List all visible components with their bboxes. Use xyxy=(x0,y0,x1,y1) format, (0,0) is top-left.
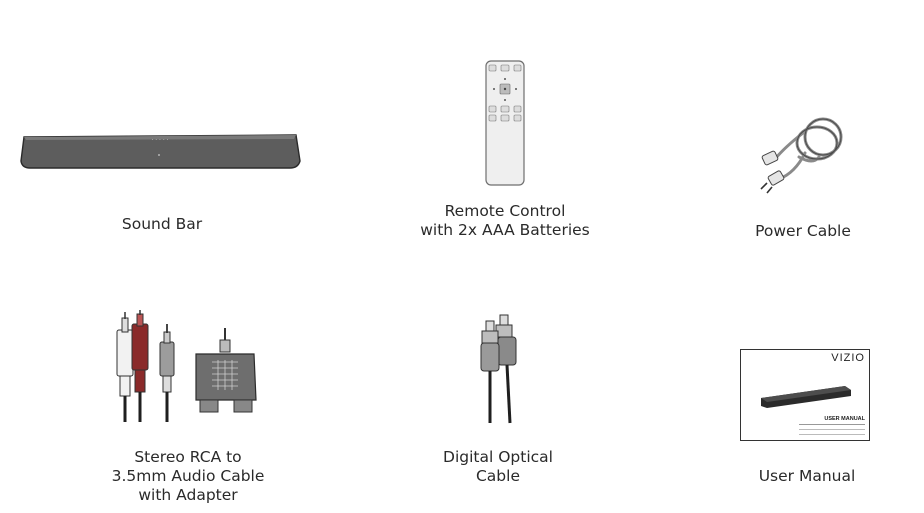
optical-cable-icon xyxy=(480,314,517,424)
power-cable-icon xyxy=(760,117,843,194)
manual-fineprint xyxy=(799,434,865,435)
remote-control-label-line: with 2x AAA Batteries xyxy=(420,221,590,239)
optical-cable-label-line: Cable xyxy=(475,467,520,485)
svg-text:· · · · ·: · · · · · xyxy=(151,137,168,144)
manual-soundbar-image xyxy=(761,386,851,408)
optical-cable-label-line: Digital Optical xyxy=(443,448,553,466)
user-manual-label: User Manual xyxy=(748,467,866,486)
remote-control-icon xyxy=(485,60,525,186)
manual-brand: VIZIO xyxy=(831,352,865,364)
remote-control-label: Remote Control with 2x AAA Batteries xyxy=(405,202,605,240)
sound-bar-icon: · · · · · xyxy=(20,134,301,169)
user-manual-icon: VIZIO USER MANUAL xyxy=(740,349,870,441)
rca-cable-label: Stereo RCA to 3.5mm Audio Cable with Ada… xyxy=(98,448,278,505)
manual-fineprint xyxy=(799,424,865,425)
power-cable-label-line: Power Cable xyxy=(755,222,851,240)
rca-cable-label-line: 3.5mm Audio Cable xyxy=(111,467,265,485)
user-manual-label-line: User Manual xyxy=(758,467,856,485)
remote-control-label-line: Remote Control xyxy=(444,202,566,220)
sound-bar-label-line: Sound Bar xyxy=(121,215,203,233)
rca-cable-label-line: with Adapter xyxy=(138,486,238,504)
sound-bar-label: Sound Bar xyxy=(100,215,224,234)
manual-title: USER MANUAL xyxy=(824,416,865,422)
manual-fineprint xyxy=(799,429,865,430)
optical-cable-label: Digital Optical Cable xyxy=(428,448,568,486)
rca-cable-icon xyxy=(116,310,257,422)
power-cable-label: Power Cable xyxy=(740,222,866,241)
rca-cable-label-line: Stereo RCA to xyxy=(134,448,242,466)
